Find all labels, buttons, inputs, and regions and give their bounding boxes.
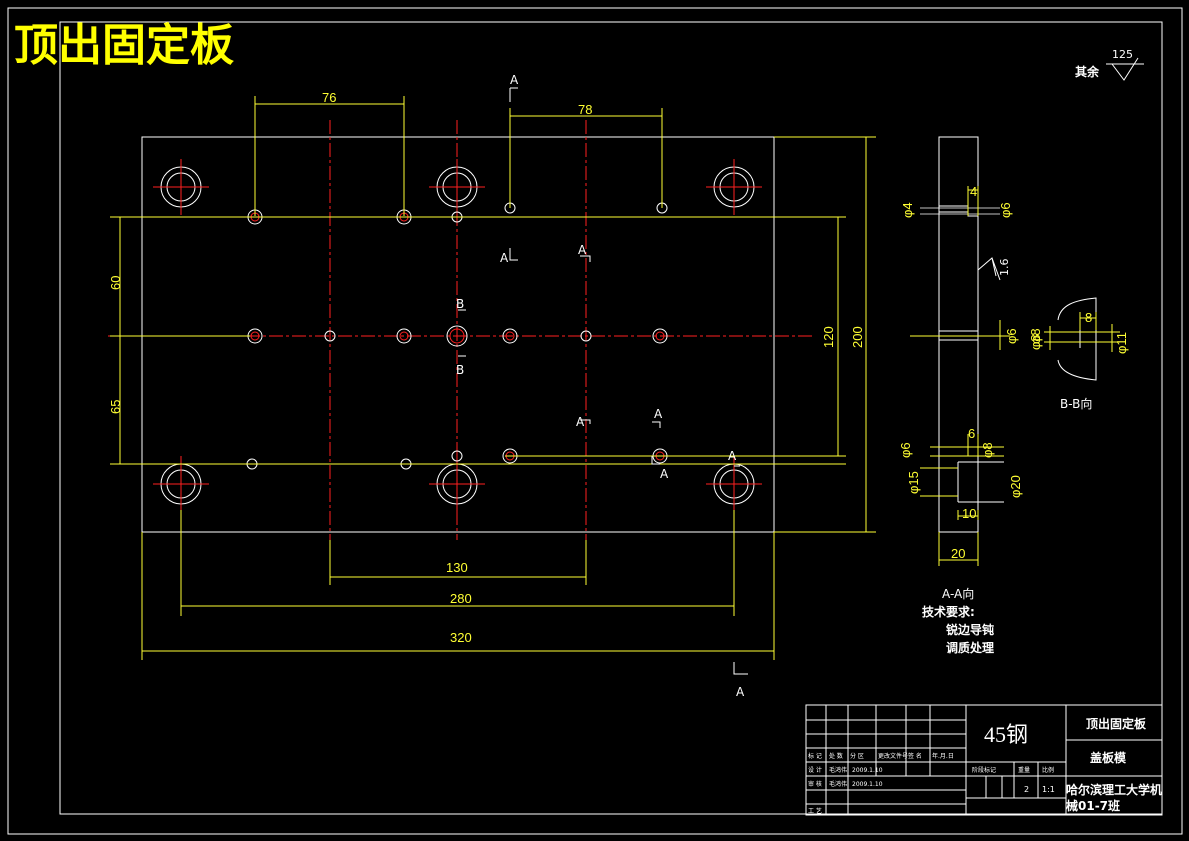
title-block-header: 处 数 [829,752,843,760]
title-block-header: 签 名 [908,752,922,760]
dim-320: 320 [450,630,472,645]
side-section-view: 1.6 4 φ4 φ6 φ6 φ8 φ6 6 φ8 φ15 φ20 10 20 … [898,136,1043,601]
small-hole-inner [449,328,465,344]
title-block-text: 45钢 顶出固定板 盖板模 标 记处 数分 区 更改文件号签 名 年.月.日 设 计… [808,716,1162,815]
dim-76: 76 [322,90,336,105]
school-label: 哈尔滨理工大学机 [1066,782,1162,797]
title-block-header: 更改文件号 [878,752,908,760]
side-dim-phi15: φ15 [906,471,921,494]
small-hole [396,328,412,344]
detail-caption: B-B向 [1060,396,1092,411]
side-caption: A-A向 [942,586,974,601]
outer-frame [7,7,1183,835]
side-dim-10: 10 [962,506,976,521]
row-craft-label: 工 艺 [808,807,822,815]
section-mark-a: A [660,467,669,481]
material-label: 45钢 [984,722,1028,747]
surface-finish-value: 125 [1112,48,1133,61]
section-mark-lines [458,87,748,675]
scale-value: 1:1 [1042,785,1055,794]
dim-200: 200 [850,326,865,348]
title-block-header: 分 区 [850,752,864,760]
small-hole-inner [399,331,409,341]
tech-line-1: 锐边导钝 [946,622,994,637]
detail-dim-8: 8 [1085,310,1092,325]
small-hole [652,328,668,344]
small-hole [446,325,468,347]
class-label: 械01-7班 [1066,798,1120,813]
drawing-title: 顶出固定板 [14,20,234,71]
small-hole [451,450,463,462]
row-review-name: 毛鸿伟 [829,780,847,788]
section-mark-a: A [654,407,663,421]
side-dim-phi20: φ20 [1008,475,1023,498]
part-name-label: 顶出固定板 [1086,716,1147,731]
tech-heading: 技术要求: [922,604,975,619]
small-hole [580,330,592,342]
dim-130: 130 [446,560,468,575]
dimension-lines [110,96,876,660]
weight-label: 重量 [1018,766,1030,774]
side-dim-phi6: φ6 [998,202,1013,218]
small-hole [324,330,336,342]
row-review-label: 审 核 [808,780,822,788]
side-dim-phi4: φ4 [900,202,915,218]
section-mark-a: A [576,415,585,429]
scale-label: 比例 [1042,766,1054,774]
side-dim-phi8: φ8 [1028,328,1043,344]
dim-78: 78 [578,102,592,117]
drawing-border [59,21,1163,815]
dim-65: 65 [108,400,123,414]
section-mark-a: A [510,73,519,87]
large-hole-crosses [153,159,762,512]
surface-finish-icon [1106,57,1144,81]
detail-b-view: 8 φ8 φ11 B-B向 [1028,297,1129,411]
quantity-value: 2 [1024,785,1029,794]
stage-label: 阶段标记 [972,766,996,774]
side-dim-6: 6 [968,426,975,441]
title-block-header: 年.月.日 [932,752,954,760]
dim-280: 280 [450,591,472,606]
surface-finish-side: 1.6 [998,259,1011,277]
title-block-header: 标 记 [808,752,822,760]
side-dim-4: 4 [970,184,977,199]
row-design-date: 2009.1.10 [852,767,883,774]
tech-line-2: 调质处理 [946,640,994,655]
detail-dim-phi11: φ11 [1114,332,1129,354]
side-dim-phi6c: φ6 [898,442,913,458]
row-review-date: 2009.1.10 [852,781,883,788]
row-design-label: 设 计 [808,766,822,774]
main-plate-view: 76 78 60 65 120 200 130 280 320 A A A A … [108,73,876,699]
side-dim-phi8b: φ8 [980,442,995,458]
detail-dim-phi8: φ8 [1028,334,1043,350]
row-design-name: 毛鸿伟 [829,766,847,774]
side-dim-phi6b: φ6 [1004,328,1019,344]
section-mark-b: B [456,363,464,377]
small-hole-inner [250,331,260,341]
section-mark-a: A [728,449,737,463]
small-hole-inner [655,331,665,341]
plate-outline [141,136,775,533]
section-mark-a: A [500,251,509,265]
surface-finish-label: 其余 [1075,64,1100,79]
small-hole [502,328,518,344]
center-lines [108,120,812,585]
section-mark-a: A [578,243,587,257]
dim-60: 60 [108,276,123,290]
section-mark-b: B [456,297,464,311]
small-hole-inner [505,331,515,341]
side-dim-20: 20 [951,546,965,561]
dim-120: 120 [821,326,836,348]
section-mark-a: A [736,685,745,699]
title-block [805,704,1163,816]
assembly-label: 盖板模 [1090,750,1127,765]
